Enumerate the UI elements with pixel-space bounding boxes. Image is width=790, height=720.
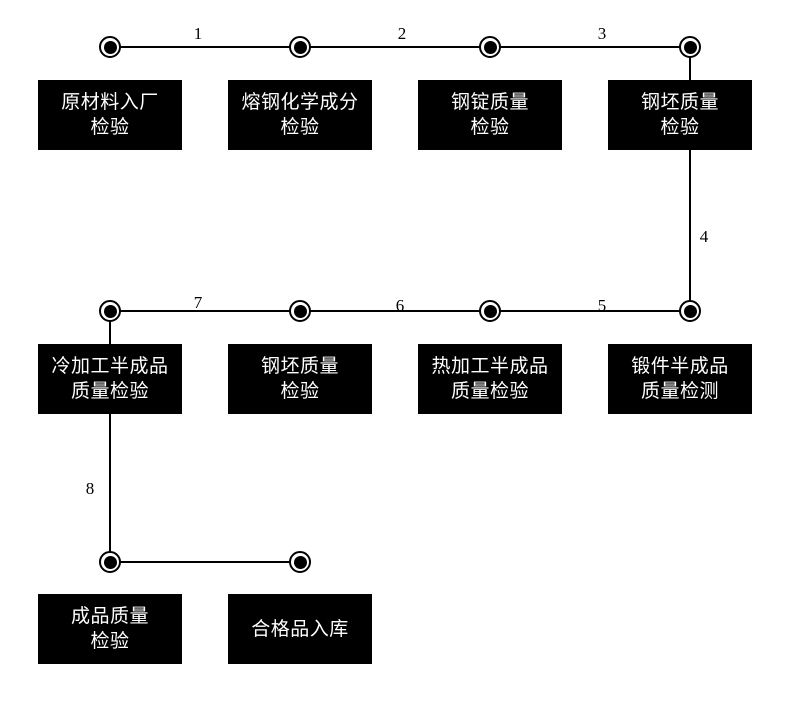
process-box-label: 合格品入库 (251, 617, 349, 640)
process-box[interactable]: 成品质量 检验 (38, 594, 182, 664)
process-box-label: 钢锭质量 检验 (450, 91, 529, 138)
process-box-label: 成品质量 检验 (70, 605, 149, 652)
process-box-label: 钢坯质量 检验 (640, 91, 719, 138)
process-box-label: 熔钢化学成分 检验 (241, 91, 359, 138)
edge-number-label: 6 (395, 296, 405, 315)
junction-node-icon[interactable] (479, 300, 501, 322)
process-box[interactable]: 原材料入厂 检验 (38, 80, 182, 150)
edge-number-label: 1 (193, 24, 203, 43)
process-box[interactable]: 熔钢化学成分 检验 (228, 80, 372, 150)
junction-node-icon[interactable] (679, 36, 701, 58)
junction-node-icon[interactable] (289, 551, 311, 573)
process-box[interactable]: 合格品入库 (228, 594, 372, 664)
junction-node-icon[interactable] (99, 36, 121, 58)
process-box[interactable]: 冷加工半成品 质量检验 (38, 344, 182, 414)
junction-node-icon[interactable] (99, 300, 121, 322)
edge-number-label: 5 (597, 296, 607, 315)
junction-node-icon[interactable] (679, 300, 701, 322)
process-box-label: 钢坯质量 检验 (260, 355, 339, 402)
process-box-label: 热加工半成品 质量检验 (431, 355, 549, 402)
junction-node-icon[interactable] (479, 36, 501, 58)
edge-number-label: 7 (193, 293, 203, 312)
process-box[interactable]: 热加工半成品 质量检验 (418, 344, 562, 414)
junction-node-icon[interactable] (289, 36, 311, 58)
edge-number-label: 8 (85, 479, 95, 498)
process-box[interactable]: 钢坯质量 检验 (228, 344, 372, 414)
process-box[interactable]: 钢坯质量 检验 (608, 80, 752, 150)
junction-node-icon[interactable] (99, 551, 121, 573)
process-box-label: 冷加工半成品 质量检验 (51, 355, 169, 402)
edge-number-label: 2 (397, 24, 407, 43)
junction-node-icon[interactable] (289, 300, 311, 322)
process-box[interactable]: 钢锭质量 检验 (418, 80, 562, 150)
process-box[interactable]: 锻件半成品 质量检测 (608, 344, 752, 414)
edge-number-label: 3 (597, 24, 607, 43)
process-box-label: 原材料入厂 检验 (61, 91, 159, 138)
process-box-label: 锻件半成品 质量检测 (631, 355, 729, 402)
edge-number-label: 4 (699, 227, 709, 246)
